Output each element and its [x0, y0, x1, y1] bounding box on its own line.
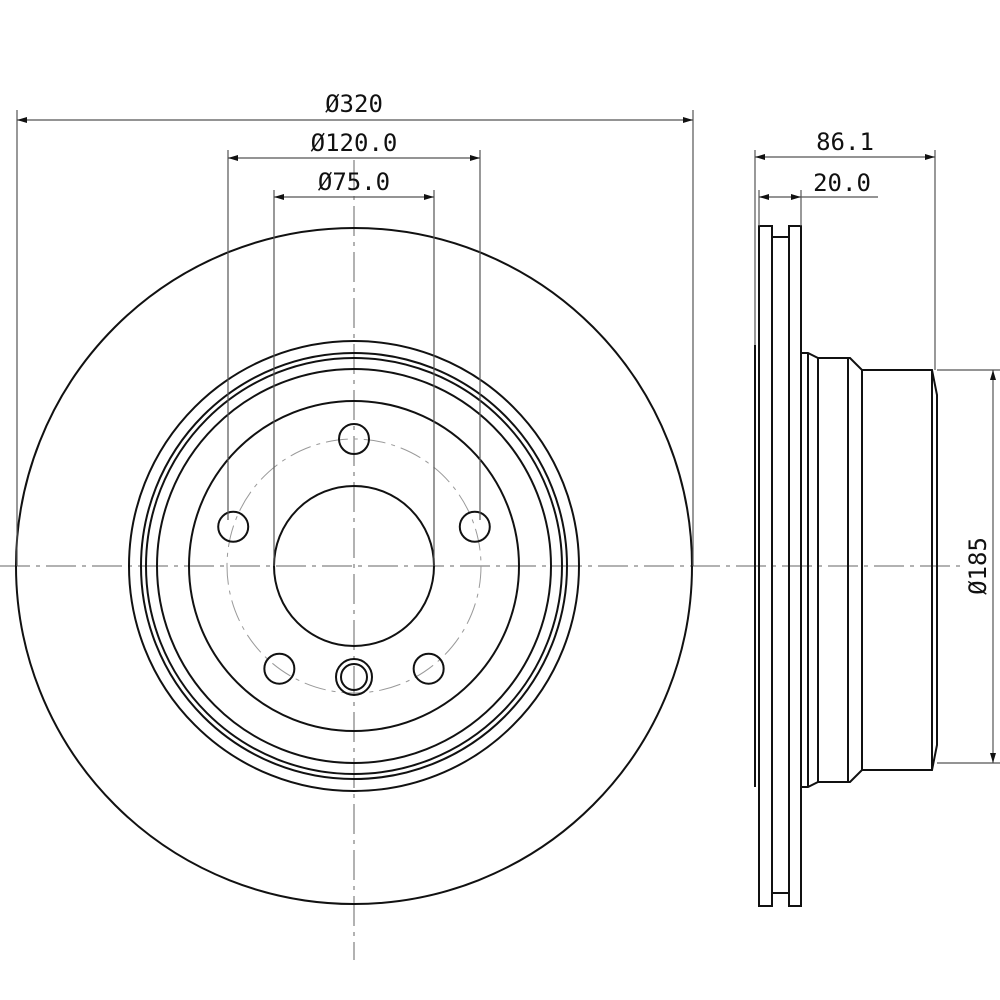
- hub-face-circle: [188, 400, 520, 732]
- bolt-hole: [263, 652, 296, 685]
- hat-outer-circle: [140, 352, 568, 780]
- outer-diameter-label: Ø320: [325, 90, 383, 118]
- bolt-circle-label: Ø120.0: [311, 129, 398, 157]
- outer-edge-circle: [15, 227, 693, 905]
- hat-diameter-label: Ø185: [964, 537, 992, 595]
- overall-height-label: 86.1: [816, 128, 874, 156]
- bolt-holes: [217, 423, 491, 685]
- bolt-pitch-circle: [226, 438, 482, 694]
- bolt-hole: [338, 423, 370, 455]
- bolt-hole: [412, 652, 445, 685]
- locating-hole-outer: [335, 658, 373, 696]
- center-bore-label: Ø75.0: [318, 168, 390, 196]
- hat-section: [801, 352, 938, 788]
- bolt-hole: [458, 510, 491, 543]
- side-dimensions: 86.1 20.0 Ø185: [754, 128, 1000, 764]
- disc-thickness-label: 20.0: [813, 169, 871, 197]
- locating-hole-inner: [340, 663, 368, 691]
- bolt-hole: [217, 510, 250, 543]
- front-dimensions: Ø320 Ø120.0 Ø75.0: [16, 90, 694, 566]
- friction-inner-circle: [128, 340, 580, 792]
- side-view: [754, 225, 938, 907]
- hat-inner-circle: [156, 368, 552, 764]
- hat-step-circle: [145, 357, 563, 775]
